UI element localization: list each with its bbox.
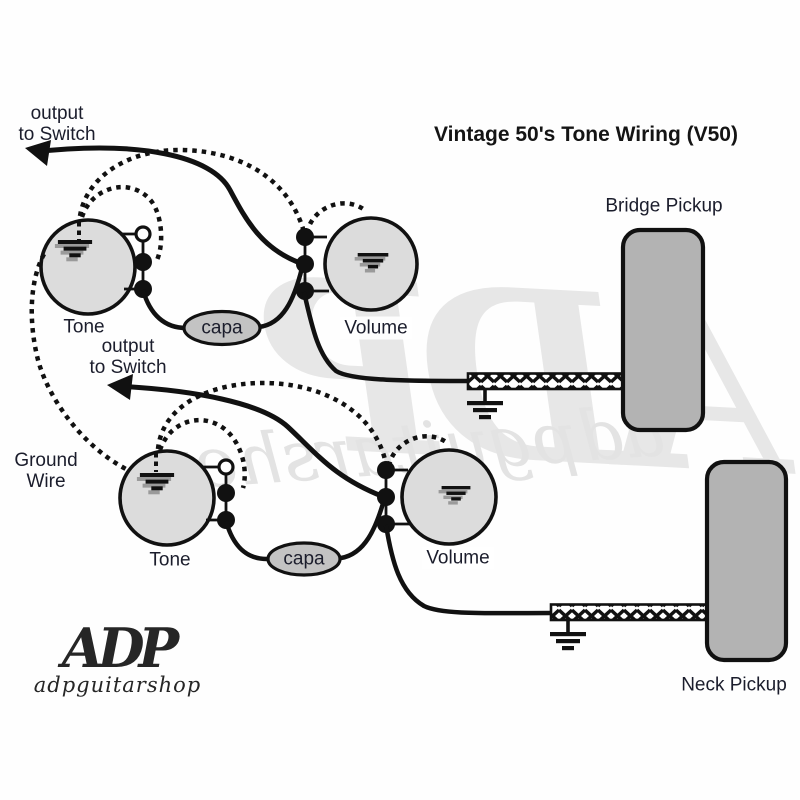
volume-lug-bottom — [377, 515, 395, 533]
bridge-pickup-body — [620, 227, 706, 433]
arrow-to-switch-bottom-icon — [107, 374, 133, 400]
volume-pot-bottom — [377, 448, 498, 546]
bridge-pickup-label: Bridge Pickup — [605, 195, 723, 217]
tone-label-bottom: Tone — [149, 549, 191, 571]
output-line1: output — [101, 336, 155, 357]
ground-symbol-braid-neck — [550, 632, 586, 651]
ground-jumper-volume-bottom — [386, 434, 451, 467]
tone-lug-bottom — [217, 511, 235, 529]
tone-lug-middle — [134, 253, 152, 271]
ground-wire-label: Ground Wire — [14, 450, 77, 492]
ground-jumper-tone-bottom — [157, 417, 247, 489]
adp-logo-shop-name: adpguitarshop — [33, 673, 202, 697]
hot-wire-neck — [383, 524, 553, 616]
output-wire-top — [32, 145, 304, 267]
output-wire-bottom — [114, 383, 385, 500]
hot-wire-bridge — [301, 291, 471, 384]
capacitor-bottom — [223, 499, 387, 577]
ground-wire-tone-to-volume-bottom — [155, 380, 389, 465]
braided-shield-bridge — [466, 372, 627, 391]
output-line1: output — [30, 103, 84, 124]
ground-line1: Ground — [14, 450, 78, 471]
tone-pot-bottom — [118, 449, 235, 547]
tone-lug-middle — [217, 484, 235, 502]
output-to-switch-label-bottom: output to Switch — [89, 336, 166, 378]
ground-wire-link — [29, 252, 142, 479]
tone-pot-top — [39, 218, 152, 316]
volume-lug-top — [377, 461, 395, 479]
ground-symbol-braid-bridge — [467, 401, 503, 420]
volume-lug-middle — [377, 488, 395, 506]
capacitor-top — [140, 267, 305, 347]
output-line2: to Switch — [89, 357, 167, 378]
capa-label-bottom: capa — [283, 548, 325, 570]
braided-shield-neck — [549, 603, 710, 622]
volume-label-bottom: Volume — [421, 546, 495, 570]
top-circuit — [25, 140, 706, 433]
volume-lug-top — [296, 228, 314, 246]
volume-label-top: Volume — [339, 316, 413, 340]
ground-wire-tone-to-volume-top — [77, 147, 307, 233]
tone-lug-bottom — [134, 280, 152, 298]
ground-jumper-volume-top — [304, 201, 368, 234]
tone-label-top: Tone — [63, 316, 105, 338]
adp-logo: ADP adpguitarshop — [30, 616, 205, 697]
adp-logo-monogram: ADP — [61, 616, 179, 680]
output-line2: to Switch — [18, 124, 96, 145]
bottom-circuit — [29, 252, 789, 663]
output-to-switch-label-top: output to Switch — [18, 103, 95, 145]
ground-jumper-tone-top — [79, 184, 164, 261]
neck-pickup-body — [704, 459, 789, 663]
neck-pickup-label: Neck Pickup — [681, 674, 787, 696]
volume-pot-top — [296, 216, 419, 312]
capa-label-top: capa — [201, 317, 243, 339]
arrow-to-switch-top-icon — [25, 140, 51, 166]
page-title: Vintage 50's Tone Wiring (V50) — [434, 123, 738, 146]
ground-line2: Wire — [26, 471, 66, 492]
tone-lug-open — [217, 458, 235, 476]
volume-lug-bottom — [296, 282, 314, 300]
tone-lug-open — [134, 225, 152, 243]
volume-lug-middle — [296, 255, 314, 273]
